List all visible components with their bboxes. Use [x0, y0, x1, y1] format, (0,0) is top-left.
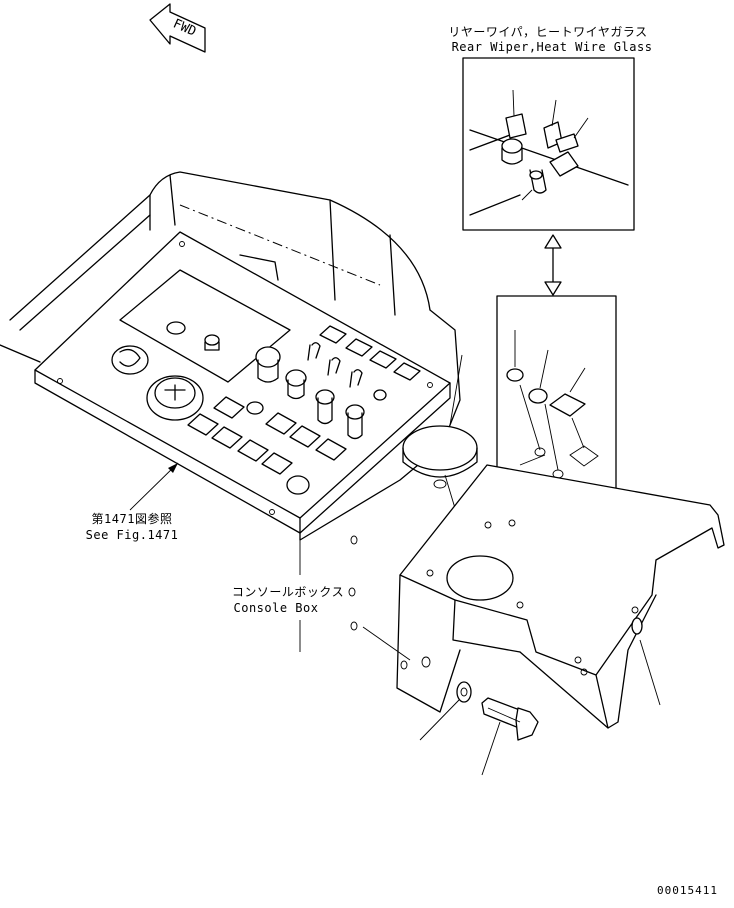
console-panel	[34, 231, 451, 541]
bracket	[348, 464, 725, 729]
console-box-label-en: Console Box	[233, 601, 319, 615]
double-arrow-icon	[544, 234, 562, 296]
fwd-arrow-icon: FWD	[149, 3, 206, 53]
see-fig-label-jp: 第1471図参照	[91, 512, 173, 526]
rear-wiper-label-en: Rear Wiper,Heat Wire Glass	[451, 40, 653, 54]
console-box-label-jp: コンソールボックス	[231, 585, 345, 599]
panel-switch-buttons	[187, 325, 421, 475]
leader-see-fig	[129, 462, 179, 511]
see-fig-label-en: See Fig.1471	[85, 528, 179, 542]
detail-box-switches	[496, 295, 617, 494]
rear-wiper-label-jp: リヤーワイパ，ヒートワイヤガラス	[448, 25, 648, 39]
bolt	[481, 697, 539, 776]
washer	[419, 681, 472, 741]
drawing-number: 00015411	[657, 884, 718, 897]
detail-box-rear-wiper	[462, 57, 635, 231]
round-cap	[402, 354, 478, 559]
